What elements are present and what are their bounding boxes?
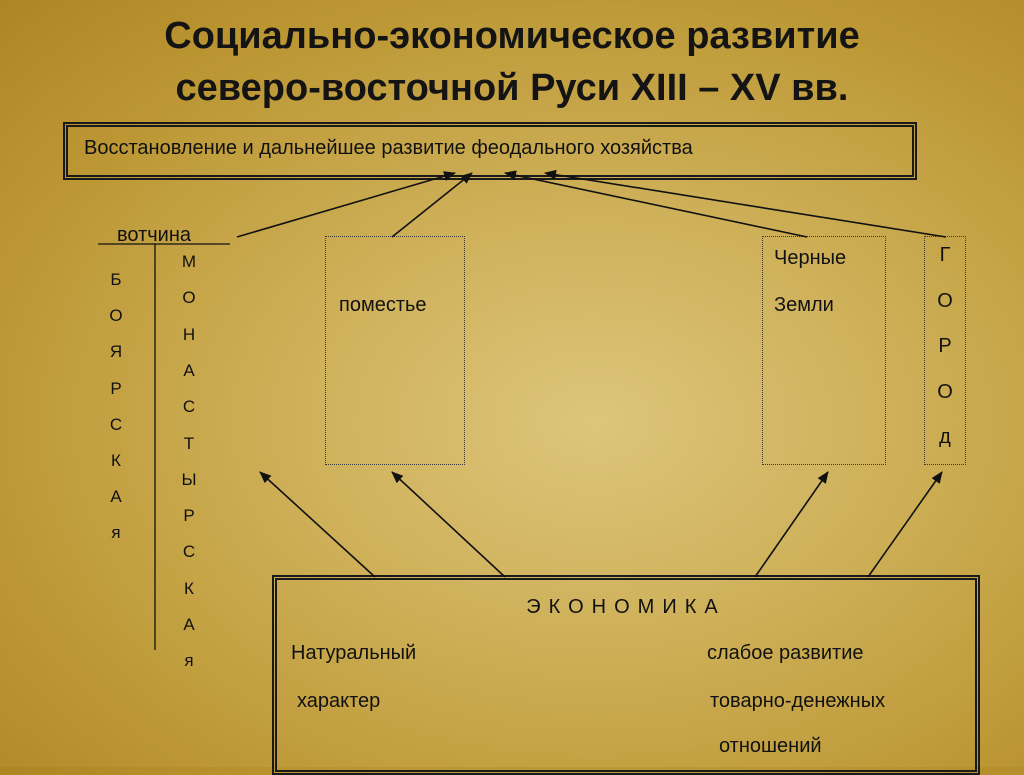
- monastyrskaya-letter: О: [182, 288, 196, 308]
- arrow-votchina-to-feudal: [236, 171, 456, 238]
- feudal-economy-box: Восстановление и дальнейшее развитие фео…: [63, 122, 917, 180]
- arrow-pomestye-to-feudal: [391, 172, 473, 238]
- gorod-letter: О: [937, 289, 953, 312]
- arrow-economy-to-gorod: [867, 471, 943, 578]
- monastyrskaya-letter: М: [181, 252, 197, 271]
- arrow-gorod-to-feudal: [544, 169, 947, 238]
- feudal-economy-text: Восстановление и дальнейшее развитие фео…: [84, 137, 693, 159]
- economy-title: ЭКОНОМИКА: [526, 596, 726, 618]
- gorod-letter: Р: [938, 335, 952, 357]
- boyarskaya-letter: Б: [110, 270, 122, 289]
- boyarskaya-letter: Р: [110, 378, 122, 398]
- black-lands-line-2: Земли: [774, 294, 834, 316]
- monastyrskaya-letter: Ы: [181, 469, 197, 489]
- monastyrskaya-letter: А: [183, 360, 195, 380]
- arrow-economy-to-votchina: [259, 471, 376, 578]
- economy-left-line-1: Натуральный: [291, 642, 417, 664]
- boyarskaya-letter: К: [111, 451, 121, 470]
- boyarskaya-letter: О: [109, 306, 123, 326]
- title-line-2: северо-восточной Руси XIII – XV вв.: [175, 67, 849, 109]
- boyarskaya-letter: Я: [109, 342, 123, 362]
- monastyrskaya-letter: С: [182, 397, 196, 417]
- votchina-label: вотчина: [117, 224, 192, 246]
- gorod-letter: О: [937, 380, 953, 403]
- slide-title: Социально-экономическое развитие северо-…: [0, 10, 1024, 114]
- gorod-letter: Г: [939, 244, 951, 266]
- boyarskaya-letter: А: [110, 487, 122, 507]
- black-lands-box: [762, 236, 886, 465]
- pomestye-label: поместье: [339, 294, 427, 316]
- economy-box: ЭКОНОМИКА Натуральный характер слабое ра…: [272, 575, 980, 775]
- arrow-economy-to-pomestye: [391, 471, 506, 578]
- black-lands-line-1: Черные: [774, 247, 847, 269]
- monastyrskaya-letter: С: [182, 542, 196, 562]
- monastyrskaya-letter: А: [183, 615, 195, 634]
- boyarskaya-letter: я: [111, 523, 121, 543]
- gorod-letter: д: [939, 426, 951, 448]
- monastyrskaya-letter: Р: [183, 506, 195, 526]
- boyarskaya-letter: С: [109, 414, 123, 434]
- arrow-economy-to-black-lands: [754, 471, 829, 578]
- pomestye-box: [325, 236, 465, 465]
- arrow-black-lands-to-feudal: [504, 170, 808, 238]
- economy-right-line-2: товарно-денежных: [710, 690, 886, 712]
- economy-right-line-3: отношений: [719, 735, 822, 757]
- monastyrskaya-letter: Т: [183, 433, 195, 453]
- monastyrskaya-letter: К: [184, 578, 194, 598]
- economy-left-line-2: характер: [297, 690, 381, 712]
- title-line-1: Социально-экономическое развитие: [164, 15, 860, 57]
- economy-right-line-1: слабое развитие: [707, 642, 864, 664]
- monastyrskaya-letter: Н: [182, 324, 196, 344]
- monastyrskaya-letter: я: [184, 651, 194, 671]
